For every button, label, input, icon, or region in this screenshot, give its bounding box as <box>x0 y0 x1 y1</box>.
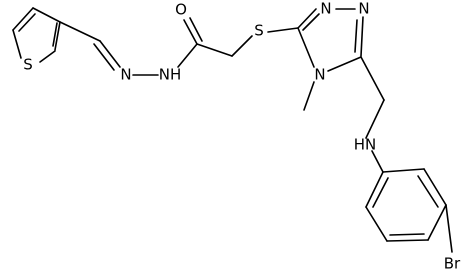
bond-ch2-nh <box>365 99 385 139</box>
atom-hydrazone-n: N <box>120 66 131 84</box>
bond-nh-phenyl <box>371 150 384 173</box>
bond-carbonyl-o-double <box>189 17 203 42</box>
atom-thioether-s: S <box>254 22 264 40</box>
atom-bromine: Br <box>444 255 461 273</box>
thiophene-ring <box>12 7 61 63</box>
bond-s-triazole <box>267 27 299 33</box>
atom-hydrazone-nh: NH <box>159 66 182 84</box>
atom-triazole-n1: N <box>320 0 331 18</box>
atom-thiophene-s: S <box>23 56 33 74</box>
bond-ch-n <box>99 40 121 68</box>
bond-ch2-s <box>231 35 253 57</box>
bond-thienyl-ch <box>59 21 101 42</box>
bond-n-methyl <box>303 81 315 111</box>
atom-carbonyl-o: O <box>175 1 187 19</box>
bond-triazole-ch2 <box>360 56 385 101</box>
bond-nh-carbonyl <box>177 43 198 68</box>
triazole-ring <box>297 8 364 72</box>
atom-triazole-n4: N <box>314 66 325 84</box>
bond-carbonyl-o <box>183 19 198 45</box>
atom-amine-nh: HN <box>354 136 377 154</box>
bond-carbonyl-ch2 <box>196 43 233 57</box>
benzene-ring <box>365 168 447 242</box>
atom-triazole-n2: N <box>358 0 369 18</box>
bond-ch-n-double <box>93 43 115 71</box>
bond-phenyl-br <box>445 204 453 253</box>
